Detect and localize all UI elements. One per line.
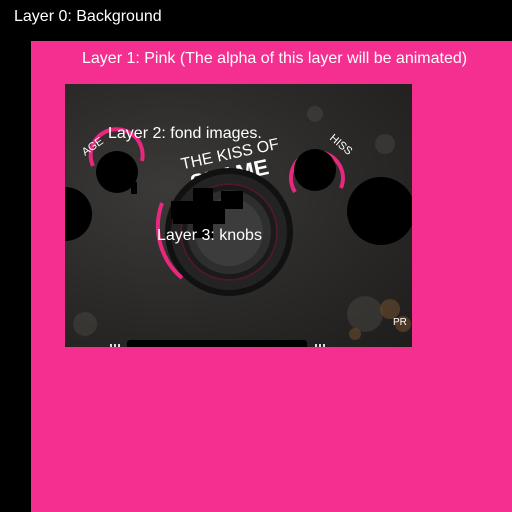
layer-1-pink-label: Layer 1: Pink (The alpha of this layer w… xyxy=(82,50,468,67)
left-reel-hole xyxy=(65,187,92,241)
rust-texture xyxy=(349,299,411,340)
layer-2-fond-label: Layer 2: fond images. xyxy=(108,125,262,142)
plugin-panel: AGE HISS THE KISS OF SHAME xyxy=(65,84,412,347)
main-knob[interactable] xyxy=(155,168,293,296)
age-knob[interactable] xyxy=(88,127,145,194)
layer-0-background-label: Layer 0: Background xyxy=(14,8,162,25)
layer-3-knobs-label: Layer 3: knobs xyxy=(157,227,262,244)
side-label: PR xyxy=(393,317,407,328)
pink-layer: Layer 1: Pink (The alpha of this layer w… xyxy=(31,41,512,512)
grunge-texture xyxy=(73,106,395,336)
hiss-knob[interactable] xyxy=(289,149,345,194)
meter-slot xyxy=(110,340,325,347)
right-reel-hole xyxy=(347,177,412,245)
plugin-panel-graphics: AGE HISS THE KISS OF SHAME xyxy=(65,106,412,347)
age-label: AGE xyxy=(80,135,106,158)
